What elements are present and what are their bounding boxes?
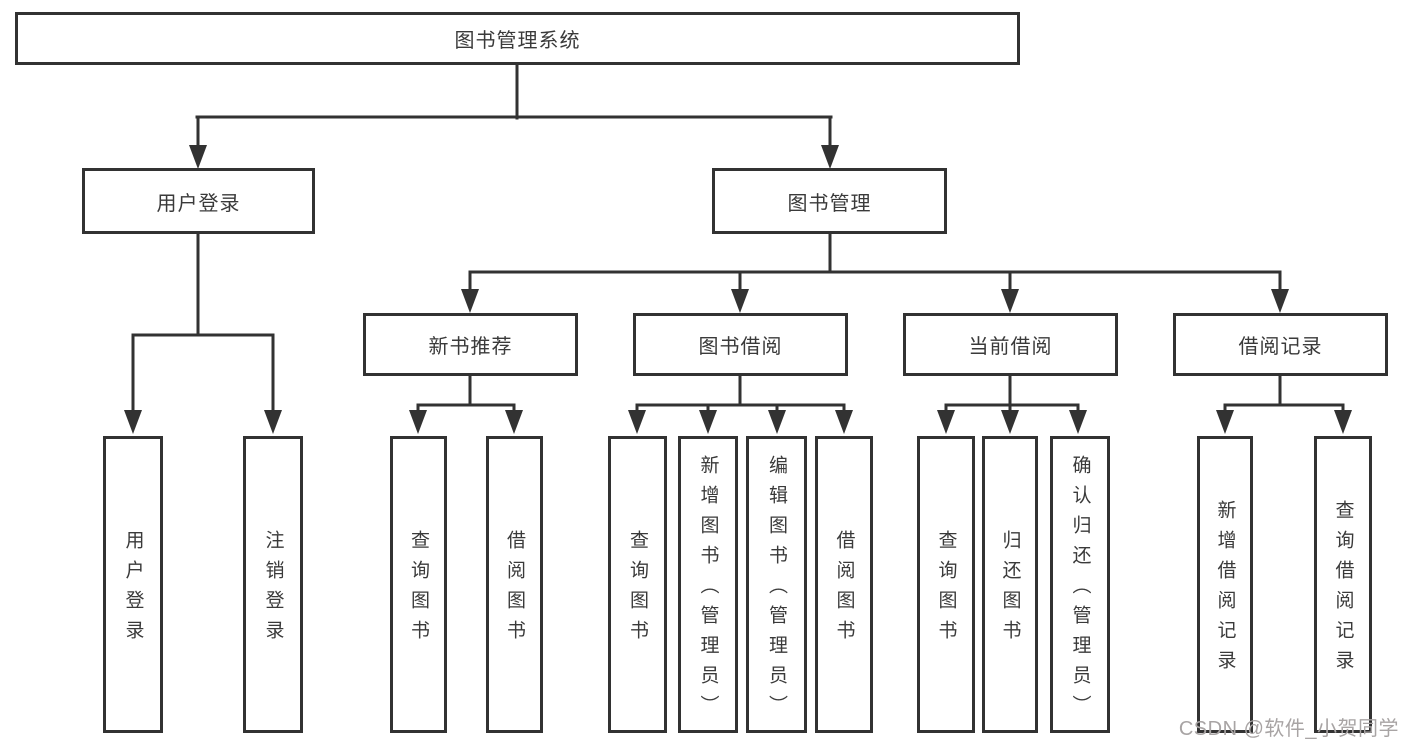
leaf-logout-login: 注销登录 (243, 436, 303, 733)
leaf-user-login: 用户登录 (103, 436, 163, 733)
arrow-down-icon (505, 410, 523, 434)
node-label: 图书借阅 (698, 336, 783, 358)
node-label: 新增借阅记录 (1214, 500, 1236, 680)
node-label: 查询图书 (627, 530, 648, 650)
connector-book-management-to-level3 (461, 232, 1289, 313)
node-label: 用户登录 (122, 530, 144, 650)
node-label: 图书管理 (787, 192, 872, 215)
node-label: 确认归还（管理员） (1069, 455, 1091, 725)
node-label: 查询借阅记录 (1332, 500, 1354, 680)
arrow-down-icon (124, 410, 142, 434)
node-new-book-recommend: 新书推荐 (363, 313, 578, 376)
arrow-down-icon (628, 410, 646, 434)
leaf-query-books-borrowing: 查询图书 (608, 436, 667, 733)
arrow-down-icon (1001, 289, 1019, 313)
node-book-management: 图书管理 (712, 168, 947, 234)
arrow-down-icon (1001, 410, 1019, 434)
node-library-system: 图书管理系统 (15, 12, 1020, 65)
node-label: 当前借阅 (968, 336, 1053, 358)
arrow-down-icon (1271, 289, 1289, 313)
arrow-down-icon (731, 289, 749, 313)
connector-borrowing-records-branch (1216, 374, 1352, 434)
node-label: 新增图书（管理员） (697, 455, 719, 725)
leaf-add-books-admin: 新增图书（管理员） (678, 436, 738, 733)
arrow-down-icon (409, 410, 427, 434)
arrow-down-icon (1334, 410, 1352, 434)
watermark-text: CSDN @软件_小贺同学 (1178, 718, 1399, 740)
arrow-down-icon (821, 145, 839, 169)
node-label: 借阅记录 (1238, 336, 1323, 358)
node-label: 借阅图书 (833, 530, 855, 650)
arrow-down-icon (461, 289, 479, 313)
arrow-down-icon (835, 410, 853, 434)
arrow-down-icon (768, 410, 786, 434)
leaf-query-books-recommend: 查询图书 (390, 436, 447, 733)
arrow-down-icon (1069, 410, 1087, 434)
node-label: 注销登录 (262, 530, 284, 650)
node-label: 用户登录 (156, 192, 241, 215)
node-user-login: 用户登录 (82, 168, 315, 234)
node-label: 借阅图书 (504, 530, 525, 650)
node-label: 图书管理系统 (454, 30, 581, 52)
leaf-add-borrow-record: 新增借阅记录 (1197, 436, 1253, 733)
leaf-borrow-books-recommend: 借阅图书 (486, 436, 543, 733)
arrow-down-icon (264, 410, 282, 434)
leaf-borrow-books-borrowing: 借阅图书 (815, 436, 873, 733)
arrow-down-icon (699, 410, 717, 434)
connector-current-borrowing-branch (937, 374, 1087, 434)
leaf-edit-books-admin: 编辑图书（管理员） (746, 436, 807, 733)
leaf-query-borrow-record: 查询借阅记录 (1314, 436, 1372, 733)
leaf-return-books: 归还图书 (982, 436, 1038, 733)
node-book-borrowing: 图书借阅 (633, 313, 848, 376)
node-label: 归还图书 (999, 530, 1021, 650)
node-label: 查询图书 (935, 530, 957, 650)
connector-root-to-level2 (189, 63, 839, 169)
node-current-borrowing: 当前借阅 (903, 313, 1118, 376)
node-borrowing-records: 借阅记录 (1173, 313, 1388, 376)
node-label: 查询图书 (408, 530, 429, 650)
node-label: 新书推荐 (428, 336, 513, 358)
leaf-confirm-return-admin: 确认归还（管理员） (1050, 436, 1110, 733)
connector-new-book-branch (409, 374, 523, 434)
leaf-query-books-current: 查询图书 (917, 436, 975, 733)
connector-book-borrowing-branch (628, 374, 853, 434)
node-label: 编辑图书（管理员） (766, 455, 787, 725)
arrow-down-icon (1216, 410, 1234, 434)
arrow-down-icon (189, 145, 207, 169)
connector-user-login-branch (124, 232, 282, 434)
arrow-down-icon (937, 410, 955, 434)
